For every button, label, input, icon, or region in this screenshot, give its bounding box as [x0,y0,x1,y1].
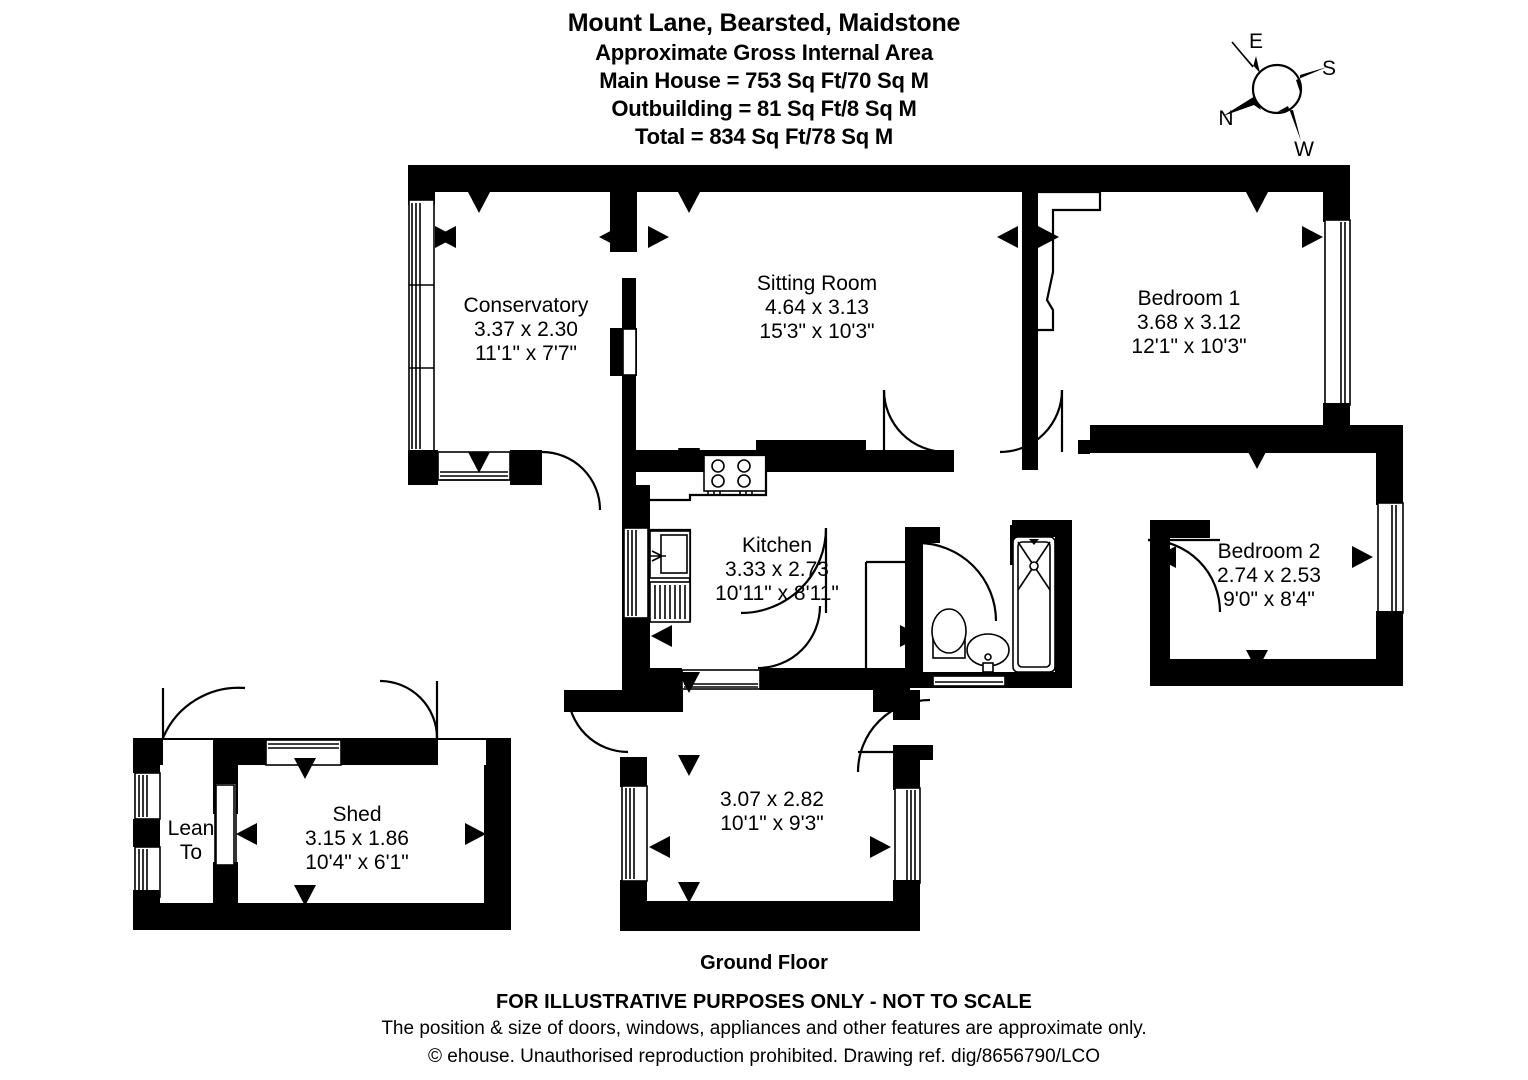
room-metric-rear-room: 3.07 x 2.82 [720,788,824,811]
compass-label-top-right: S [1322,57,1336,80]
room-name-bedroom-2: Bedroom 2 [1218,540,1321,563]
room-imperial-sitting-room: 15'3" x 10'3" [759,320,874,343]
room-imperial-conservatory: 11'1" x 7'7" [475,342,577,365]
room-imperial-rear-room: 10'1" x 9'3" [720,812,824,835]
outbuilding-area: Outbuilding = 81 Sq Ft/8 Sq M [611,96,917,121]
compass-label-bottom-left: N [1218,107,1233,130]
plan-header: Mount Lane, Bearsted, Maidstone Approxim… [0,0,1528,151]
room-labels: Conservatory 3.37 x 2.30 11'1" x 7'7" Si… [168,272,1321,874]
plan-title: Mount Lane, Bearsted, Maidstone [567,9,961,37]
compass-rose-graphic: E S N W [1218,30,1336,161]
hob-icon [703,454,767,494]
plan-subtitle: Approximate Gross Internal Area [595,40,933,65]
room-name-conservatory: Conservatory [464,294,589,317]
room-name-sitting-room: Sitting Room [757,272,877,295]
sink-icon [649,530,691,579]
view-arrows [236,192,1373,906]
door-arcs [541,389,1222,773]
room-name-lean-to-line1: Lean [168,817,215,840]
room-metric-shed: 3.15 x 1.86 [305,827,409,850]
toilet-icon [931,608,967,659]
approximation-note: The position & size of doors, windows, a… [381,1018,1147,1039]
floor-label: Ground Floor [700,952,828,974]
total-area: Total = 834 Sq Ft/78 Sq M [634,124,894,149]
drainer-icon [649,581,691,623]
room-imperial-shed: 10'4" x 6'1" [305,851,409,874]
main-house-walls [408,165,1404,931]
outbuilding-door-arcs [161,679,439,739]
room-metric-sitting-room: 4.64 x 3.13 [765,296,869,319]
compass-label-top-left: E [1249,30,1263,53]
room-metric-bedroom-1: 3.68 x 3.12 [1137,311,1241,334]
room-imperial-bedroom-2: 9'0" x 8'4" [1223,588,1315,611]
copyright-text: © ehouse. Unauthorised reproduction proh… [427,1046,1101,1067]
room-name-shed: Shed [332,803,381,826]
room-imperial-kitchen: 10'11" x 8'11" [715,582,839,605]
room-metric-kitchen: 3.33 x 2.73 [725,558,829,581]
outbuilding-walls [133,738,511,930]
room-metric-conservatory: 3.37 x 2.30 [474,318,578,341]
compass-label-bottom-right: W [1294,138,1314,161]
room-name-bedroom-1: Bedroom 1 [1138,287,1241,310]
main-house-area: Main House = 753 Sq Ft/70 Sq M [599,68,929,93]
room-name-kitchen: Kitchen [742,534,812,557]
bath-shower-icon [1012,536,1056,673]
room-metric-bedroom-2: 2.74 x 2.53 [1217,564,1321,587]
basin-icon [966,633,1010,673]
room-imperial-bedroom-1: 12'1" x 10'3" [1131,335,1246,358]
disclaimer-text: FOR ILLUSTRATIVE PURPOSES ONLY - NOT TO … [495,991,1033,1013]
room-name-lean-to-line2: To [180,841,202,864]
bathroom-step [932,675,1006,687]
